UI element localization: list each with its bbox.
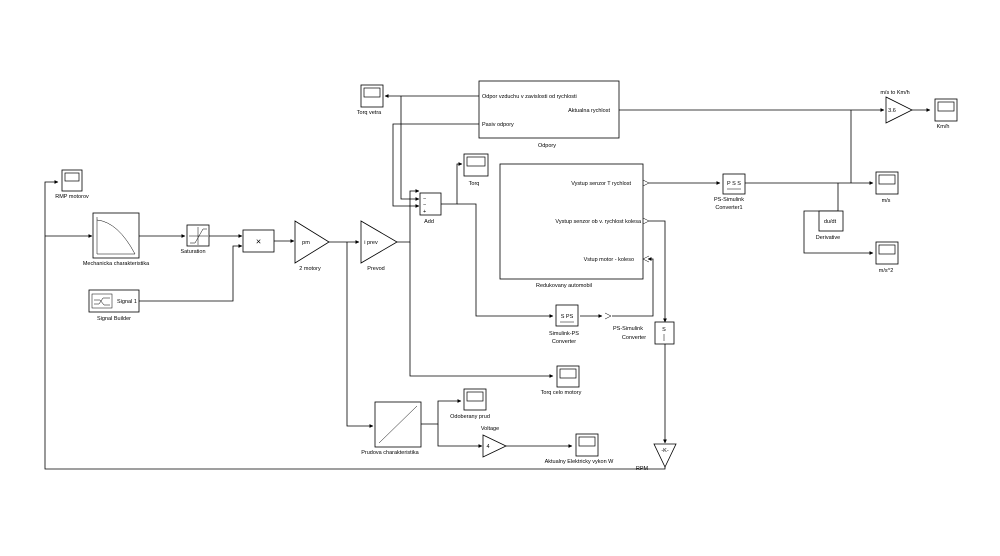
ps-simulink-converter1[interactable]: P S S PS-Simulink Converter1	[714, 173, 746, 211]
label-prevod: Prevod	[367, 266, 384, 272]
scope-odoberany-prud[interactable]: Odoberany prud	[450, 388, 490, 420]
scope-torq-vetra[interactable]: Torq vetra	[357, 84, 384, 116]
scope-ms[interactable]: m/s	[875, 171, 899, 204]
label-voltage: Voltage	[481, 426, 499, 432]
signal1-port: Signal 1	[117, 299, 137, 305]
simulink-ps-converter[interactable]: S PS Simulink-PS Converter	[549, 304, 612, 345]
label-torq-vetra: Torq vetra	[357, 110, 382, 116]
label-ms: m/s	[882, 198, 891, 204]
gain-prevod[interactable]: i prev Prevod	[360, 220, 398, 272]
scope-ms2[interactable]: m/s^2	[875, 241, 899, 274]
label-ps-simulink2: PS-Simulink	[613, 326, 643, 332]
lookup-mechanicka-charakteristika[interactable]: Mechanicka charakteristika	[83, 212, 150, 267]
label-ps-converter2: Converter	[622, 335, 646, 341]
gain-ms-to-kmh[interactable]: 3.6 m/s to Km/h	[880, 90, 913, 124]
odpory-port-aktualna-rychlost: Aktualna rychlost	[568, 108, 610, 114]
scope-torq-celo-motory[interactable]: Torq celo motory	[541, 365, 582, 396]
derivative-block[interactable]: du/dt Derivative	[816, 210, 844, 241]
auto-port-t-rychlost: Vystup senzor T rychlost	[571, 181, 631, 187]
label-odoberany-prud: Odoberany prud	[450, 414, 490, 420]
scope-rmp-motorov[interactable]: RMP motorov	[55, 169, 89, 200]
label-ms-to-kmh: m/s to Km/h	[880, 90, 909, 96]
gain4-value: 4	[486, 444, 489, 450]
label-derivative: Derivative	[816, 235, 840, 241]
label-ps-simulink1: PS-Simulink	[714, 197, 744, 203]
label-rpm: RPM	[636, 466, 649, 472]
rpm-gain-value: -K-	[661, 448, 669, 454]
scope-elektricky-vykon[interactable]: Aktualny Elektricky vykon W	[545, 433, 615, 465]
label-kmh: Km/h	[937, 124, 950, 130]
derivative-icon: du/dt	[824, 219, 837, 225]
label-redukovany-automobil: Redukovany automobil	[536, 283, 592, 289]
gain-iprev-value: i prev	[364, 240, 378, 246]
gain-pm-value: pm	[302, 240, 310, 246]
add-sign-1: −	[423, 196, 426, 202]
gain36-value: 3.6	[888, 108, 896, 114]
label-prudova: Prudova charakteristika	[361, 450, 419, 456]
label-2-motory: 2 motory	[299, 266, 321, 272]
label-torq: Torq	[469, 181, 480, 187]
product-symbol: ×	[256, 237, 261, 247]
signal-lines	[44, 94, 931, 470]
gain-2-motory[interactable]: pm 2 motory	[294, 220, 330, 272]
label-add: Add	[424, 219, 434, 225]
ps-sim1-icon: P S S	[727, 181, 741, 187]
subsystem-redukovany-automobil[interactable]: Vystup senzor T rychlost Vystup senzor o…	[499, 163, 650, 289]
label-rmp-motorov: RMP motorov	[55, 194, 89, 200]
add-block[interactable]: − − + Add	[419, 192, 442, 225]
gain-rpm[interactable]: -K- RPM	[636, 443, 677, 472]
subsystem-odpory[interactable]: Odpor vzduchu v zavislosti od rychlosti …	[478, 80, 620, 149]
label-converter1: Converter1	[715, 205, 742, 211]
sim-ps-icon: S PS	[561, 314, 574, 320]
odpory-port-odpor-vzduchu: Odpor vzduchu v zavislosti od rychlosti	[482, 94, 577, 100]
ps-simulink-converter[interactable]: S PS-Simulink Converter	[613, 321, 675, 345]
scope-kmh[interactable]: Km/h	[934, 98, 958, 130]
label-signal-builder: Signal Builder	[97, 316, 131, 322]
label-saturation: Saturation	[180, 249, 205, 255]
label-sim-ps-converter: Converter	[552, 339, 576, 345]
saturation-block[interactable]: Saturation	[180, 224, 210, 255]
scope-torq[interactable]: Torq	[463, 153, 489, 187]
label-ms2: m/s^2	[879, 268, 894, 274]
label-torq-celo-motory: Torq celo motory	[541, 390, 582, 396]
product-block[interactable]: ×	[242, 229, 275, 253]
auto-port-vstup-motor: Vstup motor - koleso	[584, 257, 634, 263]
add-sign-3: +	[423, 209, 426, 215]
odpory-port-pasiv: Pasiv odpory	[482, 122, 514, 128]
lookup-prudova-charakteristika[interactable]: Prudova charakteristika	[361, 401, 422, 456]
label-mechanicka: Mechanicka charakteristika	[83, 261, 150, 267]
label-elektricky-vykon: Aktualny Elektricky vykon W	[545, 459, 615, 465]
gain-voltage[interactable]: 4 Voltage	[481, 426, 507, 458]
label-simulink-ps: Simulink-PS	[549, 331, 579, 337]
add-sign-2: −	[423, 202, 426, 208]
ps-sim2-icon: S	[662, 327, 666, 333]
label-odpory: Odpory	[538, 143, 556, 149]
auto-port-obv-rychlost: Vystup senzor ob v. rychlost kolesa	[555, 219, 642, 225]
signal-builder-block[interactable]: Signal 1 Signal Builder	[88, 289, 140, 322]
